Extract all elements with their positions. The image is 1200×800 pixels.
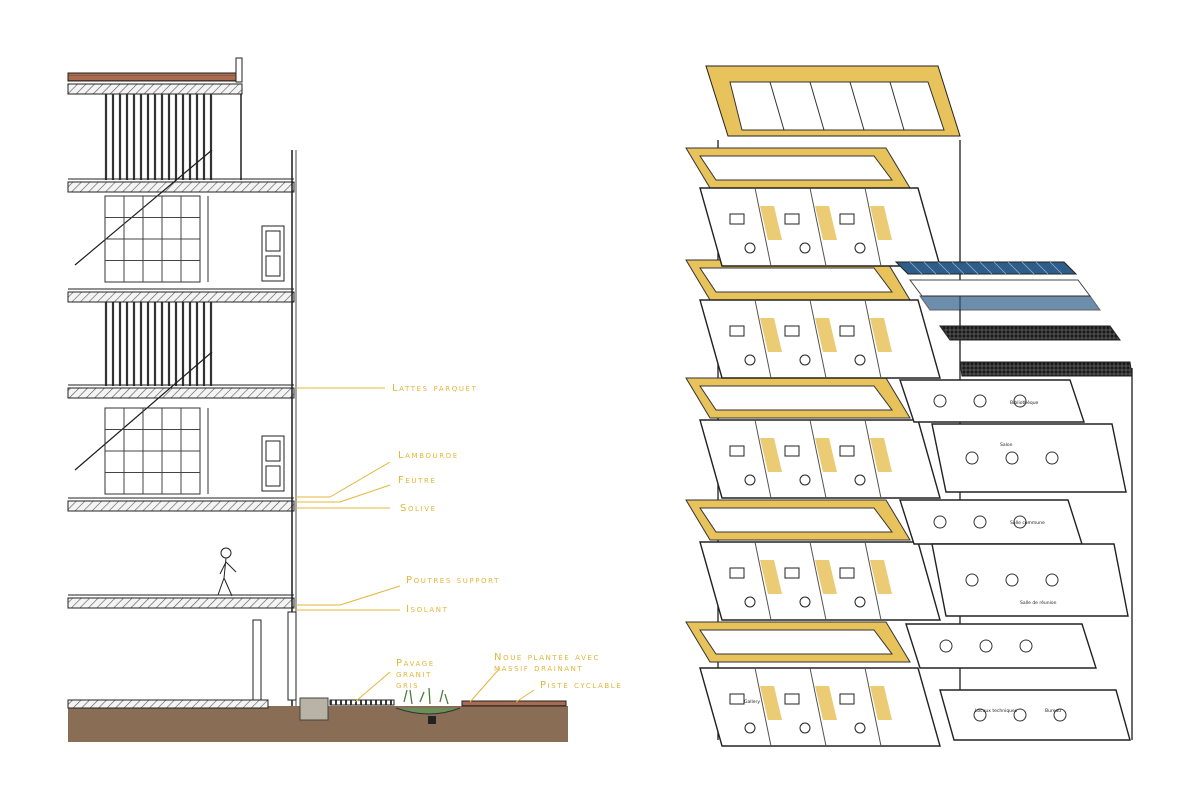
floor-slab-1 [67,181,295,193]
annotation-noue-1: massif drainant [494,663,583,674]
annex-plan-5 [905,623,1097,669]
person-figure [217,547,237,597]
annotations [296,387,535,703]
room-label-2: Bureau [1045,708,1061,714]
floor-plan-2 [699,299,941,379]
floor-slab-4 [67,500,295,512]
annex-plan-2 [931,423,1127,493]
annex-plan-4 [931,543,1129,617]
annex-plan-3 [899,499,1083,545]
room-label-5: Salle commune [1010,520,1045,526]
floor-slab-3 [67,387,295,399]
floor-plan-1 [699,187,941,267]
floor-plan-4 [699,541,941,621]
annotation-lattes-parquet-0: Lattes parquet [392,383,477,394]
annex-plan-1 [899,379,1085,423]
annotation-feutre-0: Feutre [398,475,436,486]
annex-plan-6 [939,689,1131,741]
room-label-6: Bibliothèque [1010,399,1039,406]
annotation-pavage-1: granit [396,669,432,680]
floor-plan-5 [699,667,941,747]
planted-swale [395,687,461,724]
roof-slab [67,72,239,82]
annotation-lambourde-0: Lambourde [398,450,459,461]
building-section [67,57,568,742]
glazed-partitions [104,195,209,495]
door-elevation [261,225,285,492]
annotation-labels: Lattes parquetLambourdeFeutreSolivePoutr… [392,383,622,691]
floor-slab-5 [67,597,295,609]
floor-plan-3 [699,419,941,499]
louvre-screen [104,94,213,386]
annotation-isolant-0: Isolant [406,604,448,615]
annex-plans [899,379,1131,741]
annotation-poutres-support-0: Poutres support [406,575,500,586]
annotation-noue-0: Noue plantée avec [494,652,600,663]
room-label-0: Gallery [744,699,760,705]
annotation-piste-0: Piste cyclable [540,680,622,691]
floor-slabs [67,178,295,609]
room-label-4: Salon [1000,442,1013,448]
solar-panels [894,261,1133,377]
floor-slab-2 [67,291,295,303]
annotation-pavage-2: gris [396,680,419,691]
annotation-solive-0: Solive [400,503,437,514]
room-label-1: Locaux techniques [975,708,1018,714]
annotation-pavage-0: Pavage [396,658,435,669]
room-label-3: Salle de réunion [1020,599,1057,606]
